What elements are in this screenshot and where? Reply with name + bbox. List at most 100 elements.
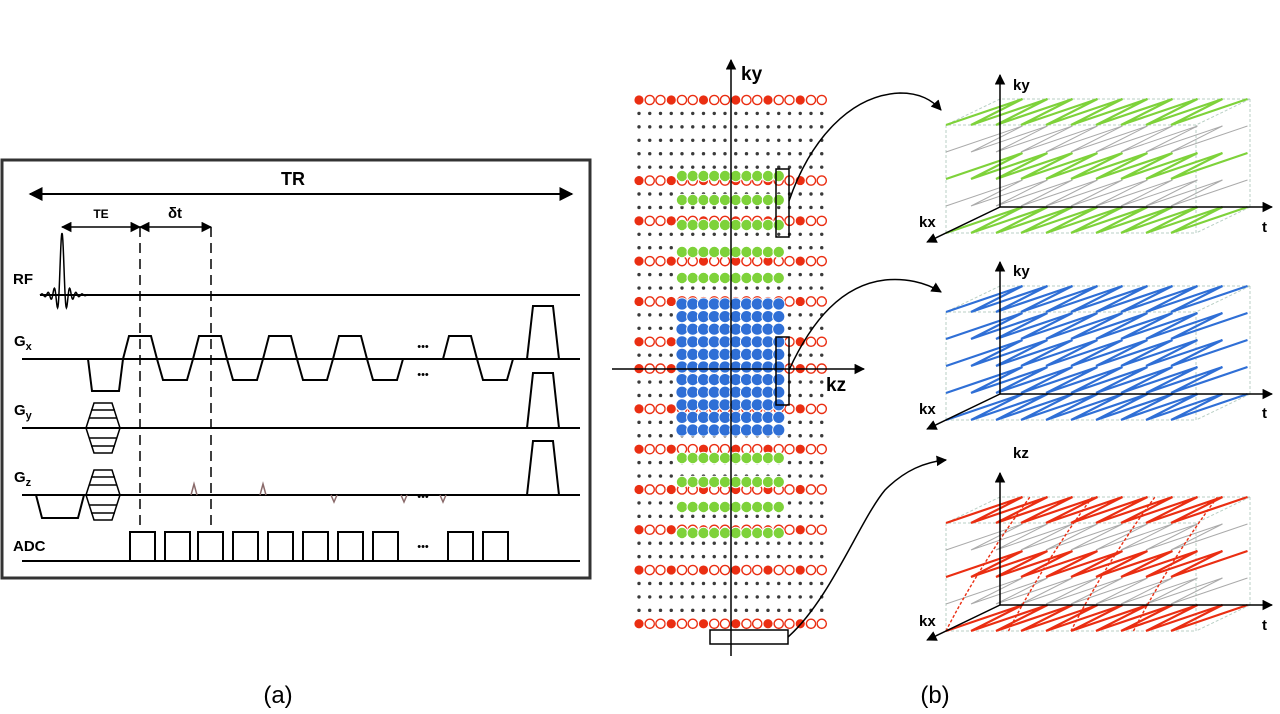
kspace-grid-dot [820, 608, 824, 613]
connector-arrow-blue [788, 278, 942, 371]
kspace-sample-blue [708, 298, 720, 310]
kspace-sample-red-filled [731, 619, 741, 629]
gx-ellipsis-lower: ••• [417, 369, 429, 381]
kspace-sample-blue [676, 323, 688, 335]
kspace-grid-dot [787, 608, 792, 613]
kspace-sample-green [773, 246, 784, 258]
kspace-sample-red-filled [634, 337, 644, 347]
kspace-sample-green [698, 452, 709, 464]
kspace-grid-dot [723, 152, 727, 156]
kspace-sample-red-open [644, 618, 656, 630]
kspace-grid-dot [701, 138, 706, 142]
kspace-grid-dot [669, 460, 673, 465]
kspace-sample-red-open [644, 296, 656, 307]
kspace-sample-green [762, 219, 774, 231]
kspace-grid-dot [648, 541, 652, 545]
kspace-sample-red-open [805, 403, 817, 415]
trajectory-line-colored [945, 365, 1248, 395]
kspace-grid-dot [712, 514, 716, 519]
kspace-grid-dot [777, 514, 781, 519]
kspace-grid-dot [820, 205, 824, 210]
kspace-sample-red-open [655, 336, 666, 348]
inset-box-edge [1195, 393, 1251, 421]
kspace-sample-blue [773, 424, 785, 436]
kspace-grid-dot [701, 125, 706, 129]
kspace-sample-green [709, 194, 720, 206]
kspace-sample-red-filled [795, 296, 805, 307]
kspace-grid-dot [691, 232, 695, 236]
kspace-grid-dot [734, 165, 738, 169]
kspace-grid-dot [648, 608, 652, 613]
kspace-sample-green [698, 219, 709, 231]
kspace-sample-red-open [805, 215, 817, 227]
kspace-grid-dot [669, 246, 673, 250]
kspace-grid-dot [648, 554, 652, 559]
kspace-grid-dot [734, 232, 738, 236]
kspace-grid-dot [669, 205, 673, 210]
kspace-sample-red-filled [763, 619, 773, 629]
kspace-grid-dot [723, 608, 727, 613]
kspace-grid-dot [658, 205, 663, 210]
kspace-grid-dot [637, 125, 641, 129]
kspace-sample-green [719, 527, 731, 539]
kspace-sample-blue [676, 336, 688, 348]
kspace-grid-dot [798, 138, 802, 142]
kspace-sample-blue [730, 424, 742, 436]
kspace-grid-dot [734, 286, 738, 290]
kspace-sample-red-open [784, 94, 795, 106]
kspace-sample-blue [687, 311, 699, 323]
kspace-grid-dot [648, 393, 652, 398]
kspace-grid-dot [766, 111, 770, 116]
kspace-grid-dot [691, 514, 695, 519]
kspace-grid-dot [809, 111, 813, 116]
kspace-grid-dot [669, 514, 673, 519]
kspace-grid-dot [691, 554, 695, 559]
kspace-sample-blue [708, 323, 720, 335]
kspace-sample-red-open [741, 94, 752, 106]
kspace-grid-dot [658, 474, 663, 478]
kspace-sample-blue [708, 361, 720, 373]
inset-blue-depth-label: kx [919, 401, 936, 418]
kspace-grid-dot [766, 286, 770, 290]
kspace-grid-dot [787, 501, 792, 505]
kspace-grid-dot [787, 152, 792, 156]
kspace-sample-blue [762, 386, 774, 398]
kspace-sample-red-filled [634, 444, 644, 454]
kspace-grid-dot [798, 205, 802, 210]
kspace-sample-red-open [784, 296, 795, 307]
kspace-sample-red-open [687, 618, 699, 630]
kspace-grid-dot [798, 581, 802, 586]
kspace-grid-dot [637, 554, 641, 559]
kspace-grid-dot [798, 326, 802, 331]
kspace-sample-red-filled [795, 404, 805, 414]
kspace-grid-dot [744, 232, 749, 236]
kspace-grid-dot [648, 434, 652, 438]
kspace-sample-red-filled [698, 565, 709, 575]
kspace-grid-dot [734, 541, 738, 545]
kspace-sample-red-open [816, 524, 828, 536]
kspace-sample-green [698, 476, 709, 488]
kspace-grid-dot [755, 125, 759, 129]
kspace-sample-blue [751, 336, 763, 348]
kspace-sample-green [762, 246, 774, 258]
inset-box-edge [1195, 206, 1251, 234]
kspace-grid-dot [712, 111, 716, 116]
inset-green-vertical-label: ky [1013, 77, 1030, 94]
kspace-sample-blue [730, 311, 742, 323]
kspace-sample-red-open [816, 403, 828, 415]
kspace-grid-dot [755, 205, 759, 210]
kspace-sample-red-open [644, 524, 656, 536]
kspace-sample-red-open [773, 94, 785, 106]
kspace-grid-dot [755, 554, 759, 559]
kspace-grid-dot [648, 353, 652, 357]
inset-box-edge [1195, 285, 1251, 313]
kspace-grid-dot [658, 460, 663, 465]
kspace-grid-dot [637, 313, 641, 317]
kspace-sample-green [687, 476, 698, 488]
kspace-sample-blue [773, 336, 785, 348]
kspace-sample-green [762, 476, 774, 488]
kspace-grid-dot [648, 474, 652, 478]
kspace-grid-dot [809, 581, 813, 586]
kspace-grid-dot [755, 608, 759, 613]
kspace-grid-dot [744, 286, 749, 290]
